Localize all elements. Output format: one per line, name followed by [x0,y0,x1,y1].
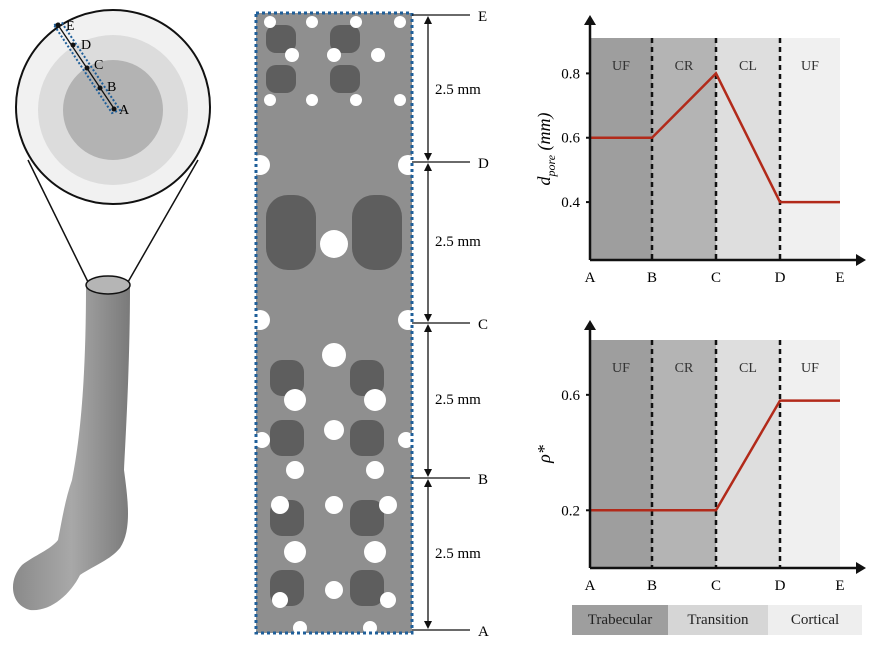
cross-section-circle: E D C B A [15,9,211,205]
region-label: UF [801,59,819,74]
bone-cut-ellipse [85,275,131,295]
marker-e: E [478,9,487,25]
x-tick-label: E [835,270,844,286]
segment-label-bc: 2.5 mm [435,392,481,408]
region-uf [780,340,840,568]
point-label-b: B [107,80,116,95]
legend-label: Transition [687,611,749,628]
legend-transition: Transition [668,605,768,635]
scaffold-image [250,11,418,635]
femur-illustration: E D C B A [12,9,211,611]
point-label-a: A [119,103,130,118]
segment-label-cd: 2.5 mm [435,234,481,250]
marker-d: D [478,156,489,172]
x-tick-label: D [775,270,786,286]
femur-bone [12,286,130,611]
legend-label: Trabecular [587,611,653,628]
dimension-lines [412,14,470,631]
x-axis-arrow [856,562,866,574]
scaffold-border [254,11,414,635]
segment-label-ab: 2.5 mm [435,546,481,562]
zoom-line-right [127,159,199,283]
region-label: UF [801,361,819,376]
marker-c: C [478,317,488,333]
x-axis-arrow [856,254,866,266]
point-label-c: C [94,58,103,73]
zoom-line-left [27,159,89,283]
point-label-d: D [81,38,91,53]
dimension-arrowheads [424,16,432,629]
region-label: CL [739,59,757,74]
marker-a: A [478,624,489,640]
segment-label-de: 2.5 mm [435,82,481,98]
scaffold-panel: E D C B A 2.5 mm 2.5 mm 2.5 mm 2.5 mm [250,9,489,640]
x-tick-label: D [775,578,786,594]
region-uf [780,38,840,260]
legend-cortical: Cortical [768,605,862,635]
legend-label: Cortical [790,611,840,628]
marker-b: B [478,472,488,488]
x-tick-label: E [835,578,844,594]
region-label: CL [739,361,757,376]
legend-trabecular: Trabecular [572,605,668,635]
point-label-e: E [66,19,75,34]
